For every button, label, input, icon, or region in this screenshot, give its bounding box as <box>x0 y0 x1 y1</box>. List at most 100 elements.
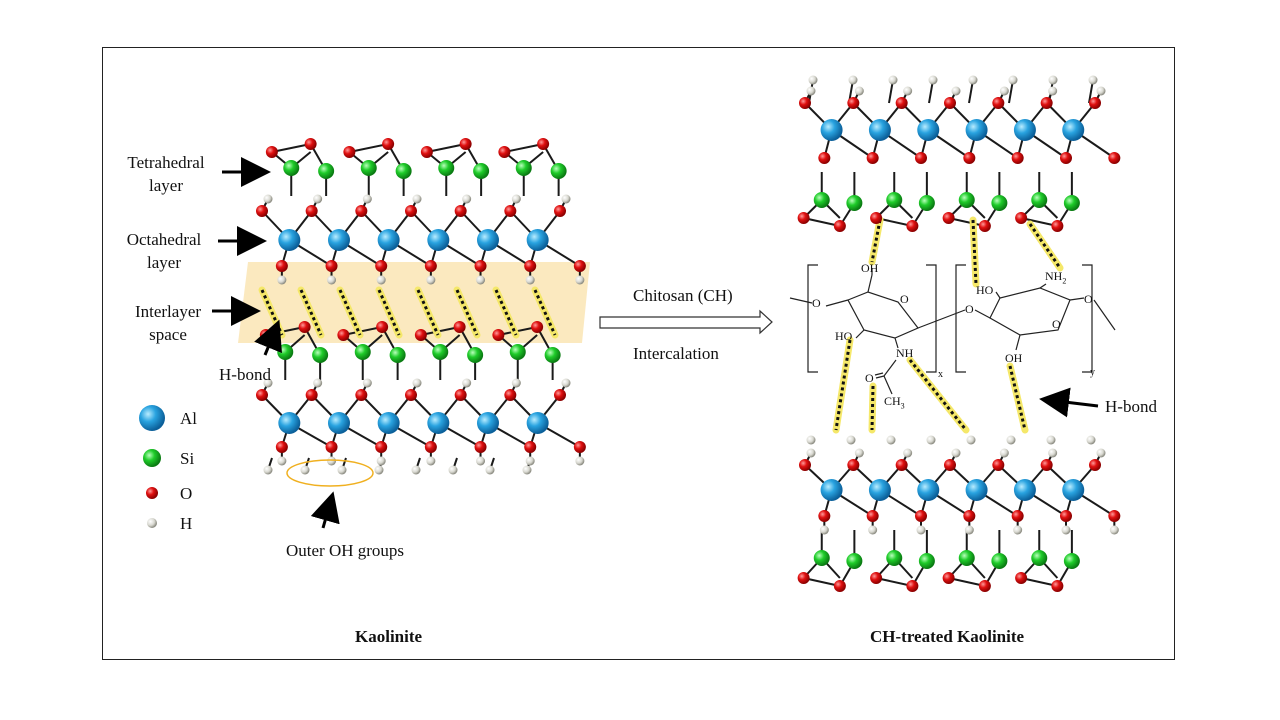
step-label: Intercalation <box>633 344 719 363</box>
h-atom-icon <box>147 518 157 528</box>
al-atom <box>917 119 940 141</box>
o-atom <box>275 441 288 453</box>
o-atom <box>420 146 433 158</box>
h-atom <box>561 378 571 388</box>
o-atom <box>337 329 350 341</box>
o-atom <box>454 389 467 401</box>
h-atom <box>412 194 422 204</box>
h-atom <box>1048 448 1058 458</box>
h-atom <box>300 465 310 475</box>
si-atom <box>886 550 903 566</box>
h-atom <box>966 435 976 445</box>
al-atom <box>1062 479 1085 501</box>
h-atom <box>928 75 938 85</box>
chitosan-nh2-sub: 2 <box>1062 276 1067 286</box>
chitosan-structure <box>789 264 1116 395</box>
al-atom <box>917 479 940 501</box>
bond <box>875 577 913 587</box>
al-atom <box>965 479 988 501</box>
chitosan-ch3: CH3 <box>884 395 905 410</box>
hbond-line <box>455 289 479 336</box>
chitosan-ho-left: HO <box>835 329 853 343</box>
h-atom <box>263 378 273 388</box>
h-atom <box>846 435 856 445</box>
h-atom <box>525 275 535 285</box>
hbond-line <box>377 289 401 336</box>
bond <box>1020 217 1058 227</box>
o-atom <box>1108 510 1121 522</box>
h-atom <box>1096 448 1106 458</box>
o-atom <box>963 152 976 164</box>
bond <box>271 143 311 153</box>
h-atom <box>313 378 323 388</box>
o-atom <box>1060 510 1072 522</box>
o-atom <box>382 138 395 150</box>
o-atom <box>275 260 288 272</box>
o-atom <box>1015 572 1028 584</box>
o-atom <box>554 389 566 401</box>
si-atom <box>918 553 935 569</box>
h-atom <box>462 194 472 204</box>
h-atom <box>411 465 421 475</box>
h-atom <box>575 275 585 285</box>
hbond-line <box>416 289 440 336</box>
h-atom <box>886 435 896 445</box>
al-atom <box>868 479 891 501</box>
o-atom <box>504 389 517 401</box>
si-atom <box>354 344 371 360</box>
h-atom <box>1013 525 1023 535</box>
bond <box>1020 577 1058 587</box>
outer-oh-label: Outer OH groups <box>286 541 405 560</box>
hbond-line <box>870 385 875 431</box>
bond <box>803 217 841 227</box>
h-atom <box>525 456 535 466</box>
al-atom <box>868 119 891 141</box>
o-atom <box>454 205 467 217</box>
si-atom <box>958 192 975 208</box>
si-atom <box>312 347 329 363</box>
o-atom <box>343 146 356 158</box>
chitosan-sub-x: x <box>938 369 943 380</box>
o-atom <box>453 321 466 333</box>
si-atom <box>473 163 490 179</box>
hbond-line <box>1028 223 1062 269</box>
h-atom <box>462 378 472 388</box>
o-atom <box>978 580 991 592</box>
hbond-line <box>299 289 323 336</box>
chitosan-sub-y: y <box>1090 367 1095 378</box>
h-atom <box>951 448 961 458</box>
al-atom <box>526 412 549 434</box>
si-atom <box>515 160 532 176</box>
process-arrow <box>599 309 773 335</box>
hbond-label: H-bond <box>219 365 271 384</box>
o-atom <box>942 572 955 584</box>
o-atom <box>895 97 908 109</box>
o-atom <box>866 510 879 522</box>
o-atom <box>1015 212 1028 224</box>
o-atom <box>818 152 831 164</box>
o-atom-icon <box>146 487 158 499</box>
o-atom <box>355 205 368 217</box>
al-atom <box>1013 119 1036 141</box>
atom-spheres <box>256 75 1121 592</box>
o-atom <box>978 220 991 232</box>
h-atom <box>522 465 532 475</box>
si-atom <box>509 344 526 360</box>
kaolinite-caption: Kaolinite <box>355 627 423 646</box>
chitosan-carbonyl-o: O <box>865 371 874 385</box>
interlayer-label-line1: Interlayer <box>134 302 202 321</box>
h-atom <box>951 86 961 96</box>
o-atom <box>537 138 550 150</box>
treated-hbond-label: H-bond <box>1105 397 1157 416</box>
si-atom <box>550 163 567 179</box>
o-atom <box>376 321 389 333</box>
o-atom <box>474 441 487 453</box>
h-atom <box>448 465 458 475</box>
hbond-line <box>870 219 882 263</box>
treated-caption: CH-treated Kaolinite <box>870 627 1025 646</box>
o-atom <box>492 329 505 341</box>
o-atom <box>524 260 537 272</box>
h-atom <box>964 525 974 535</box>
o-atom <box>1051 580 1064 592</box>
h-atom <box>313 194 323 204</box>
